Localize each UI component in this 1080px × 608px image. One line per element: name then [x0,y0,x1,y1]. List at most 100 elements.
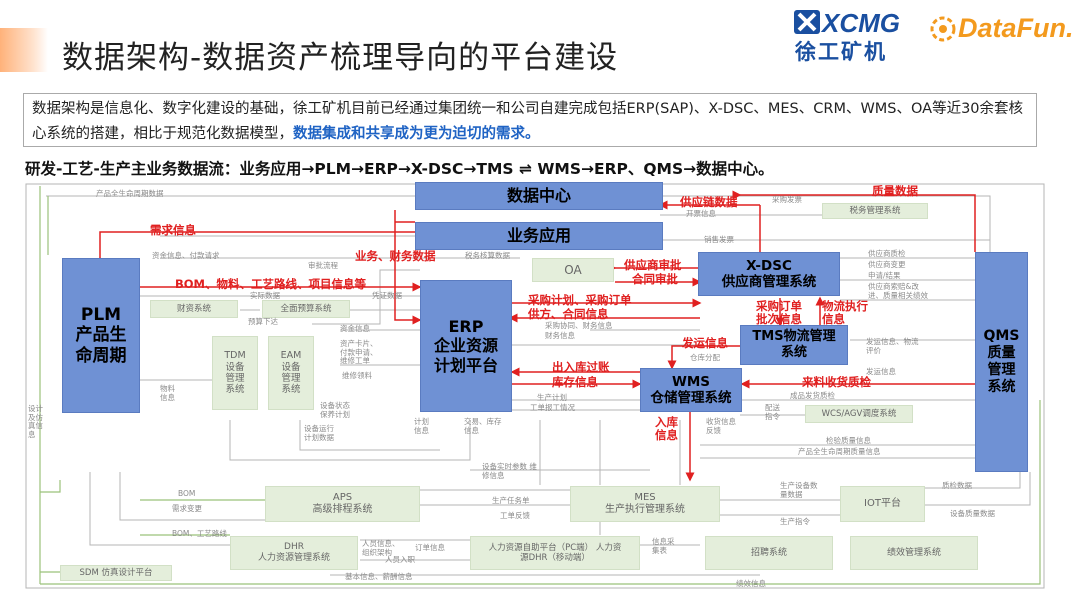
label-plan-info: 计划 信息 [414,417,429,435]
label-supplier-quality: 供应商质检 [868,249,906,258]
label-purchase-finance: 采购协同、财务信息 [545,321,613,330]
label-dispatch-cmd: 配送 指令 [765,403,780,421]
node-oa: OA [532,258,614,282]
label-production-task: 生产任务单 [492,496,530,505]
label-hr-info: 人员信息、 组织架构 [362,539,400,557]
label-design-info: 设计 及仿 真信 息 [28,404,43,439]
label-repair-material: 维修领料 [342,371,372,380]
label-bom: BOM、物料、工艺路线、项目信息等 [175,277,366,291]
label-supply-chain-data: 供应链数据 [680,195,738,209]
label-asset-info: 资金信息 [340,324,370,333]
label-finished-inspection: 成品发货质检 [790,391,835,400]
label-quality-data: 质量数据 [872,184,918,198]
label-work-feedback: 工单反馈 [500,511,530,520]
label-actual-data: 实际数据 [250,291,280,300]
label-device-realtime: 设备实时参数 维 修信息 [482,462,537,480]
node-mes: MES 生产执行管理系统 [570,486,720,522]
datafun-logo-icon [930,16,956,42]
label-budget-issue: 预算下达 [248,317,278,326]
label-purchase-plan: 采购计划、采购订单 [528,293,632,307]
label-inbound-info: 入库 信息 [655,415,678,443]
label-po-batch: 采购订单 批次信息 [756,299,802,327]
intro-paragraph: 数据架构是信息化、数字化建设的基础，徐工矿机目前已经通过集团统一和公司自建完成包… [23,93,1037,147]
label-bom-g: BOM [178,489,196,498]
label-inventory-info: 库存信息 [552,375,598,389]
label-perf-info: 绩效信息 [736,579,766,588]
label-apply-result: 申请/结果 [868,271,901,280]
node-iot: IOT平台 [840,486,925,522]
label-demand-g: 需求变更 [172,504,202,513]
label-supplier-change: 供应商变更 [868,260,906,269]
node-qms: QMS 质量 管理 系统 [975,252,1028,472]
label-plm-lifecycle: 产品全生命周期数据 [96,189,164,198]
node-sdm: SDM 仿真设计平台 [60,565,172,581]
title-accent-bar [0,28,48,72]
node-dhr: DHR 人力资源管理系统 [230,536,358,570]
label-delivery-info: 收货信息 反馈 [706,417,736,435]
label-supply-contract: 供方、合同信息 [528,307,609,321]
label-shipping-info-2: 发运信息 [866,367,896,376]
label-contract-approval: 合同审批 [632,272,678,286]
label-incoming-inspection: 来料收货质检 [802,375,871,389]
page-title: 数据架构-数据资产梳理导向的平台建设 [62,40,619,76]
node-erp: ERP 企业资源 计划平台 [420,280,512,412]
label-asset-cards: 资产卡片、 付款申请、 维修工单 [340,339,378,366]
label-warehouse-alloc: 仓库分配 [690,353,720,362]
datafun-logo-text: DataFun. [958,13,1074,43]
node-recruit: 招聘系统 [705,536,833,570]
label-trade-stock: 交易、库存 信息 [464,417,502,435]
label-biz-finance-data: 业务、财务数据 [355,249,436,263]
node-tms: TMS物流管理 系统 [740,325,848,365]
label-shipping-quality: 发运信息、物流 评价 [866,337,919,355]
label-sales-invoice: 销售发票 [704,235,734,244]
label-fund-payment: 资金信息、付款请求 [152,251,220,260]
label-info-collect: 信息采 集表 [652,537,675,555]
label-tax-verify: 税务核算数据 [465,251,510,260]
label-supplier-approval: 供应商审批 [624,258,682,272]
label-quality-data-g: 质检数据 [942,481,972,490]
node-eam: EAM 设备 管理 系统 [268,336,314,410]
label-order-info: 订单信息 [415,543,445,552]
label-io-posting: 出入库过账 [552,360,610,374]
xcmg-logo-text: XCMG [822,8,900,38]
label-bom-route: BOM、工艺路线 [172,529,227,538]
label-device-info: 设备运行 计划数据 [304,424,334,442]
intro-text: 数据架构是信息化、数字化建设的基础，徐工矿机目前已经通过集团统一和公司自建完成包… [32,101,1024,142]
node-data-center: 数据中心 [415,182,663,210]
node-aps: APS 高级排程系统 [265,486,420,522]
label-device-quality-data: 设备质量数据 [950,509,995,518]
xcmg-logo-cn: 徐工矿机 [795,40,887,64]
label-purchase-invoice: 采购发票 [772,195,802,204]
label-supplier-quality-score: 供应商索赔&改 进、质量相关绩效 [868,282,928,300]
node-hr-platform: 人力资源自助平台（PC端） 人力资 源DHR（移动端） [470,536,640,570]
main-data-flow: 研发-工艺-生产主业务数据流：业务应用→PLM→ERP→X-DSC→TMS ⇌ … [25,160,774,178]
node-business-app: 业务应用 [415,222,663,250]
label-invoice: 开票信息 [686,209,716,218]
label-ip-info: 人员入职 [385,555,415,564]
label-work-report: 工单报工情况 [530,403,575,412]
node-tdm: TDM 设备 管理 系统 [212,336,258,410]
label-device-quality: 生产设备数 量数据 [780,481,818,499]
label-logistics-exec: 物流执行 信息 [822,299,868,327]
label-approval-process: 审批流程 [308,261,338,270]
label-device-status: 设备状态 保养计划 [320,401,350,419]
intro-highlight: 数据集成和共享成为更为迫切的需求。 [293,126,540,142]
label-salary-info: 基本信息、薪酬信息 [345,572,413,581]
node-performance: 绩效管理系统 [850,536,978,570]
label-shipping-info: 发运信息 [682,336,728,350]
label-finance-info: 财务信息 [545,331,575,340]
node-wms: WMS 仓储管理系统 [640,368,742,412]
label-plan-order: 生产计划 [537,393,567,402]
node-wcs: WCS/AGV调度系统 [805,405,913,423]
node-plm: PLM 产品生 命周期 [62,258,140,413]
label-plm-quality: 产品全生命周期质量信息 [798,447,881,456]
label-demand-info: 需求信息 [150,223,196,237]
node-budget: 全面预算系统 [262,300,350,318]
label-inspection-quality: 检验质量信息 [826,436,871,445]
label-voucher-data: 凭证数据 [372,291,402,300]
label-plm-info: 物料 信息 [160,384,175,402]
node-xdsc: X-DSC 供应商管理系统 [698,252,840,296]
label-production-cmd: 生产指令 [780,517,810,526]
node-finance: 财资系统 [150,300,238,318]
